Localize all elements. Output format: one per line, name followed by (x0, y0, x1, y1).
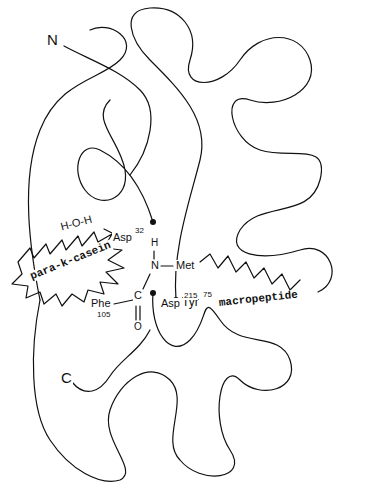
bond-line (153, 251, 154, 259)
atom-label: C (133, 290, 143, 301)
terminus-label: N (46, 32, 59, 47)
residue-number: 215 (183, 292, 198, 300)
residue-label: Phe (90, 298, 112, 309)
residue-number: 105 (96, 311, 111, 319)
bond-line (143, 274, 150, 289)
bond-line (114, 300, 133, 304)
ribbon-strand (64, 46, 151, 175)
terminus-label: C (60, 370, 73, 385)
bond-line (136, 306, 140, 320)
chain-label: para-k-casein (28, 239, 114, 282)
residue-label: Asp (112, 232, 133, 243)
chain-label: macropeptide (217, 290, 299, 309)
residue-label: Asp (160, 298, 181, 309)
residue-label: Met (175, 260, 195, 271)
casein-zigzag (12, 232, 124, 306)
bond-line (104, 229, 112, 233)
residue-number: 32 (134, 227, 145, 235)
ribbon-strand (131, 8, 332, 300)
residue-dot (150, 219, 156, 225)
atom-label: O (133, 322, 143, 332)
atom-label: H (150, 238, 159, 248)
bond-line (161, 265, 173, 266)
ribbon-strand (78, 100, 153, 222)
atom-label: N (150, 260, 160, 271)
water-label: H-O-H (59, 213, 94, 232)
residue-number: 75 (202, 291, 213, 299)
ribbon-strand (33, 293, 291, 481)
peptide-zigzag (200, 254, 300, 290)
ribbon-strand (72, 330, 150, 391)
residue-dot (150, 290, 156, 296)
